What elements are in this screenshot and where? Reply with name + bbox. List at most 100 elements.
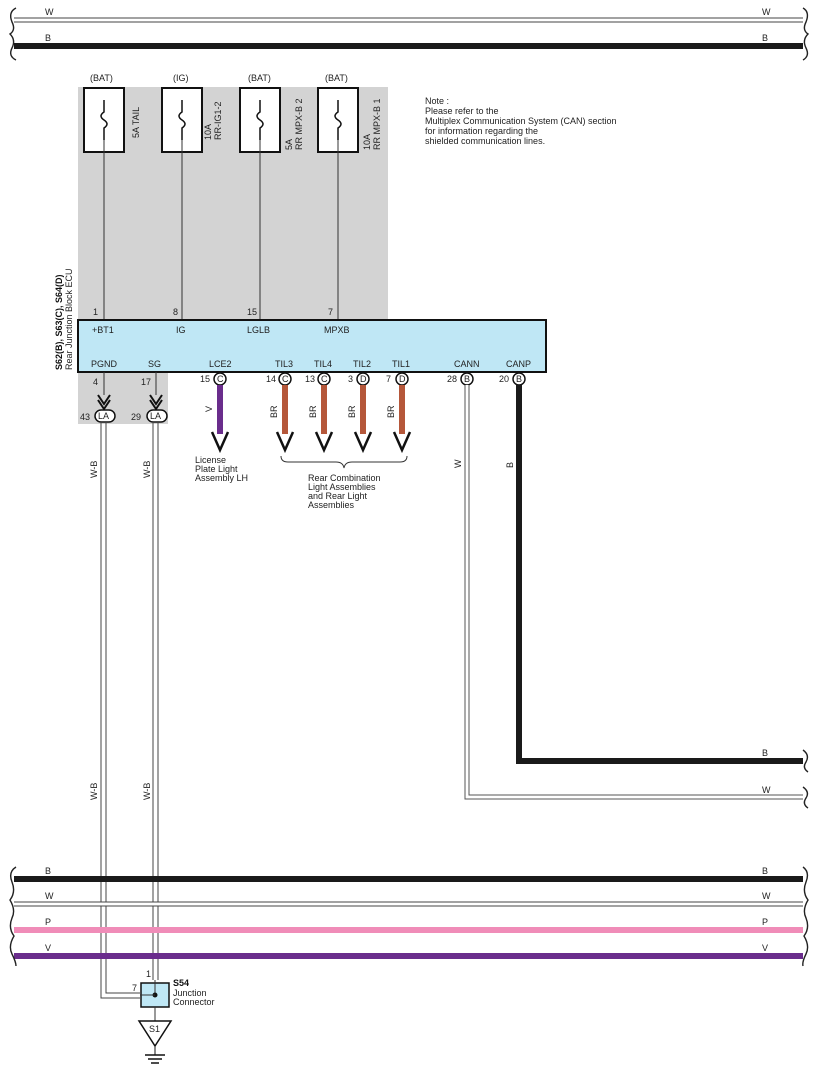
note-line: for information regarding the: [425, 126, 538, 136]
wire-color-label: W-B: [142, 783, 152, 800]
la-pin: 29: [131, 412, 141, 422]
ecu-connector-ids: S62(B), S63(C), S64(D): [54, 274, 64, 370]
pin-number: 20: [499, 374, 509, 384]
rear-junction-block-ecu: +BT1 IG LGLB MPXB PGND SG LCE2 TIL3 TIL4…: [77, 319, 547, 373]
fuse-rr-mpx-b-1: (BAT) 10A RR MPX-B 1 7: [317, 73, 382, 320]
bottom-wire-label: B: [762, 866, 768, 876]
connector-letter: D: [399, 374, 406, 384]
pin-number: 7: [386, 374, 391, 384]
bottom-harness: B B W W P P V V: [9, 866, 809, 967]
wire-color-label: BR: [269, 405, 279, 418]
fuse-group: (BAT) 5A TAIL 1 (IG) 10A RR-IG1-2 8 (BAT…: [83, 73, 382, 320]
wire-color-label: B: [505, 462, 515, 468]
fuse-name: RR-IG1-2: [213, 101, 223, 140]
fuse-pin: 15: [247, 307, 257, 317]
rear-combination-label: Assemblies: [308, 500, 355, 510]
lighting-outputs: C 15 V C 14 BR C 13 BR D 3 BR D 7 BR Lic: [195, 372, 412, 510]
fuse-pin: 7: [328, 307, 333, 317]
junction-connector-s54: 1 7 S54 Junction Connector: [132, 969, 215, 1021]
ecu-terminal-label: TIL2: [353, 359, 371, 369]
bottom-wire-label: P: [45, 917, 51, 927]
junction-name: Connector: [173, 997, 215, 1007]
fuse-tail: (BAT) 5A TAIL 1: [83, 73, 141, 320]
wire-color-label: W-B: [89, 461, 99, 478]
rear-combination-label: Rear Combination: [308, 473, 381, 483]
fuse-pin: 1: [93, 307, 98, 317]
top-wire-w-label-right: W: [762, 7, 771, 17]
rear-combination-label: Light Assemblies: [308, 482, 376, 492]
pin-number: 15: [200, 374, 210, 384]
connector-letter: C: [321, 374, 328, 384]
pin-number: 3: [348, 374, 353, 384]
ecu-terminal-label: LCE2: [209, 359, 232, 369]
junction-id: S54: [173, 978, 189, 988]
connector-letter: D: [360, 374, 367, 384]
note-block: Note : Please refer to the Multiplex Com…: [425, 96, 617, 146]
bottom-wire-label: B: [45, 866, 51, 876]
wire-color-label: W: [453, 459, 463, 468]
bottom-wire-label: P: [762, 917, 768, 927]
fuse-rr-ig1-2: (IG) 10A RR-IG1-2 8: [161, 73, 223, 320]
fuse-name: RR MPX-B 1: [372, 98, 382, 150]
note-title: Note :: [425, 96, 449, 106]
ecu-terminal-label: TIL3: [275, 359, 293, 369]
connector-letter: C: [282, 374, 289, 384]
bottom-wire-label: V: [762, 943, 768, 953]
ecu-terminal-label: SG: [148, 359, 161, 369]
la-pin: 43: [80, 412, 90, 422]
ecu-terminal-label: MPXB: [324, 325, 350, 335]
ecu-terminal-label: TIL1: [392, 359, 410, 369]
fuse-rating: 10A: [203, 124, 213, 140]
ground-lines: 4 17 LA 43 LA 29 W-B W-B W-B W-B: [80, 372, 168, 999]
top-harness: W W B B: [8, 7, 810, 61]
bottom-wire-label: V: [45, 943, 51, 953]
ecu-terminal-label: PGND: [91, 359, 118, 369]
fuse-source-label: (IG): [173, 73, 189, 83]
junction-pin-top: 1: [146, 969, 151, 979]
fuse-pin: 8: [173, 307, 178, 317]
pin-number: 28: [447, 374, 457, 384]
fuse-source-label: (BAT): [325, 73, 348, 83]
bottom-wire-label: W: [45, 891, 54, 901]
license-plate-label: License: [195, 455, 226, 465]
fuse-name: RR MPX-B 2: [294, 98, 304, 150]
license-plate-label: Plate Light: [195, 464, 238, 474]
wire-color-label: W: [762, 785, 771, 795]
top-wire-w-label-left: W: [45, 7, 54, 17]
ecu-terminal-label: TIL4: [314, 359, 332, 369]
junction-pin-left: 7: [132, 983, 137, 993]
ecu-terminal-label: IG: [176, 325, 186, 335]
wire-color-label: BR: [308, 405, 318, 418]
junction-name: Junction: [173, 988, 207, 998]
rear-combination-label: and Rear Light: [308, 491, 368, 501]
bottom-wire-label: W: [762, 891, 771, 901]
note-line: Multiplex Communication System (CAN) sec…: [425, 116, 617, 126]
pin-number: 17: [141, 377, 151, 387]
pin-number: 4: [93, 377, 98, 387]
note-line: shielded communication lines.: [425, 136, 545, 146]
fuse-source-label: (BAT): [90, 73, 113, 83]
wire-color-label: W-B: [142, 461, 152, 478]
ecu-terminal-label: CANP: [506, 359, 531, 369]
top-wire-b-label-right: B: [762, 33, 768, 43]
fuse-rating: 5A: [284, 139, 294, 150]
ground-id: S1: [149, 1024, 160, 1034]
wire-color-label: W-B: [89, 783, 99, 800]
wire-color-label: BR: [386, 405, 396, 418]
fuse-label: 5A TAIL: [131, 107, 141, 138]
ecu-name: Rear Junction Block ECU: [64, 268, 74, 370]
wire-color-label: BR: [347, 405, 357, 418]
connector-letter: B: [464, 374, 470, 384]
ecu-terminal-label: CANN: [454, 359, 480, 369]
la-connector-id: LA: [150, 411, 161, 421]
connector-letter: C: [217, 374, 224, 384]
top-wire-b-label-left: B: [45, 33, 51, 43]
la-connector-id: LA: [98, 411, 109, 421]
note-line: Please refer to the: [425, 106, 499, 116]
wire-color-label: V: [204, 406, 214, 412]
wire-color-label: B: [762, 748, 768, 758]
pin-number: 13: [305, 374, 315, 384]
fuse-rr-mpx-b-2: (BAT) 5A RR MPX-B 2 15: [239, 73, 304, 320]
fuse-source-label: (BAT): [248, 73, 271, 83]
